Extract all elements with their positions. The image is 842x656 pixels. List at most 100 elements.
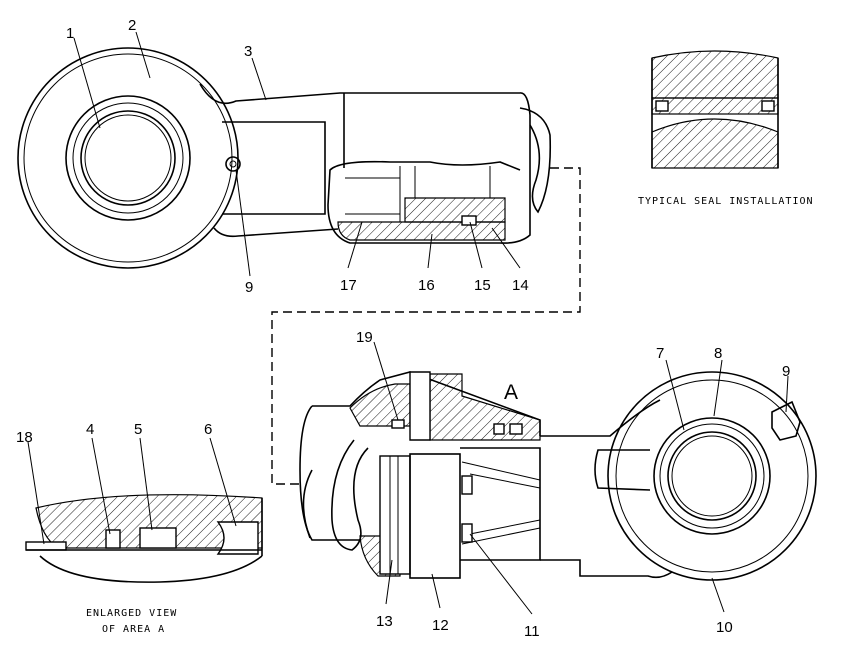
callout-5: 5 bbox=[134, 421, 142, 438]
callout-17: 17 bbox=[340, 277, 357, 294]
callout-13: 13 bbox=[376, 613, 393, 630]
lower-bearing-bore bbox=[671, 435, 753, 517]
callout-numbers: 1 2 3 9 17 16 15 14 19 7 8 9 18 4 5 6 13… bbox=[16, 17, 790, 640]
lower-roller-top bbox=[461, 475, 473, 495]
leader-7 bbox=[665, 359, 685, 431]
upper-hatched-piston bbox=[404, 197, 506, 223]
callout-3: 3 bbox=[244, 43, 252, 60]
upper-rod-top-edge bbox=[199, 83, 520, 105]
lower-gland bbox=[379, 455, 411, 575]
enlarged-caption-line2: OF AREA A bbox=[102, 624, 165, 635]
area-a-label: A bbox=[504, 381, 518, 404]
callout-9-lower: 9 bbox=[782, 363, 790, 380]
lower-hatched-flange bbox=[429, 373, 541, 441]
upper-hose-loop bbox=[519, 107, 552, 214]
enlarged-view-area-a: ENLARGED VIEW OF AREA A bbox=[25, 494, 263, 635]
seal-bottom-block bbox=[651, 118, 779, 169]
typical-seal-detail: TYPICAL SEAL INSTALLATION bbox=[638, 50, 814, 207]
callout-7: 7 bbox=[656, 345, 664, 362]
lower-taper-4 bbox=[469, 519, 541, 535]
lower-seal-a1 bbox=[493, 423, 505, 435]
enlarged-seal-18 bbox=[25, 541, 67, 551]
upper-bearing-outer bbox=[65, 95, 191, 221]
connector-dashed-line bbox=[271, 167, 581, 485]
callout-2: 2 bbox=[128, 17, 136, 34]
callout-1: 1 bbox=[66, 25, 74, 42]
lower-bearing-outer bbox=[653, 417, 771, 535]
leader-11 bbox=[469, 533, 533, 615]
enlarged-seal-4 bbox=[105, 529, 121, 549]
enlarged-bottom-outline bbox=[39, 555, 263, 583]
leader-16 bbox=[427, 233, 433, 269]
typical-seal-caption: TYPICAL SEAL INSTALLATION bbox=[638, 196, 814, 207]
lower-taper-3 bbox=[469, 473, 541, 489]
seal-top-block bbox=[651, 50, 779, 99]
upper-bearing-mid bbox=[72, 102, 184, 214]
callout-9-upper: 9 bbox=[245, 279, 253, 296]
upper-rod-bottom-edge bbox=[213, 227, 339, 238]
leader-2 bbox=[135, 31, 151, 79]
leader-6 bbox=[209, 437, 237, 527]
lower-rod-top-edge bbox=[540, 399, 661, 437]
lower-taper-2 bbox=[461, 527, 541, 545]
leader-13 bbox=[385, 559, 393, 605]
lower-rod-assembly: A bbox=[299, 371, 817, 581]
upper-grease-fitting-core bbox=[229, 160, 237, 168]
lower-roller-cage bbox=[460, 447, 541, 561]
callout-leaders bbox=[27, 31, 789, 615]
lower-seal-a2 bbox=[509, 423, 523, 435]
lower-eye-outer bbox=[607, 371, 817, 581]
enlarged-seal-5 bbox=[139, 527, 177, 549]
leader-5 bbox=[139, 437, 153, 531]
leader-18 bbox=[27, 441, 45, 545]
lower-seal-19 bbox=[391, 419, 405, 429]
leader-14 bbox=[491, 227, 521, 269]
upper-bearing-bore bbox=[84, 114, 172, 202]
leader-4 bbox=[91, 437, 111, 535]
leader-9a bbox=[235, 169, 251, 277]
callout-10: 10 bbox=[716, 619, 733, 636]
leader-8 bbox=[713, 359, 723, 417]
seal-left-ring bbox=[655, 100, 669, 112]
leader-3 bbox=[251, 57, 267, 101]
lower-rod-slot bbox=[594, 449, 651, 491]
upper-rod-slot bbox=[222, 121, 326, 215]
leader-19 bbox=[373, 341, 399, 421]
upper-seal-ring bbox=[461, 215, 477, 226]
callout-14: 14 bbox=[512, 277, 529, 294]
leader-12 bbox=[431, 573, 441, 609]
upper-eye-ring bbox=[23, 53, 233, 263]
callout-12: 12 bbox=[432, 617, 449, 634]
leader-1 bbox=[73, 37, 101, 129]
lower-hose-left bbox=[302, 469, 313, 539]
lower-housing-left bbox=[299, 405, 360, 541]
callout-4: 4 bbox=[86, 421, 94, 438]
callout-11: 11 bbox=[524, 623, 540, 640]
lower-gland-body bbox=[409, 453, 461, 579]
callout-16: 16 bbox=[418, 277, 435, 294]
upper-eye-outer bbox=[17, 47, 239, 269]
lower-grease-fitting bbox=[771, 400, 801, 441]
leader-9b bbox=[785, 375, 789, 413]
callout-8: 8 bbox=[714, 345, 722, 362]
lower-hose-loop bbox=[331, 439, 369, 551]
callout-15: 15 bbox=[474, 277, 491, 294]
upper-head-outline bbox=[327, 92, 531, 244]
leader-17 bbox=[347, 221, 363, 269]
leader-10 bbox=[711, 577, 725, 613]
callout-19: 19 bbox=[356, 329, 373, 346]
leader-15 bbox=[469, 221, 483, 269]
callout-18: 18 bbox=[16, 429, 33, 446]
callout-6: 6 bbox=[204, 421, 212, 438]
lower-roller-bottom bbox=[461, 523, 473, 543]
lower-eye-ring bbox=[615, 379, 809, 573]
upper-bearing-inner bbox=[80, 110, 176, 206]
upper-hatched-housing bbox=[337, 221, 506, 241]
lower-rod-bottom-edge bbox=[540, 559, 673, 579]
lower-port-tube bbox=[409, 371, 431, 441]
upper-grease-fitting bbox=[225, 156, 241, 172]
lower-bearing-inner bbox=[667, 431, 757, 521]
lower-taper-1 bbox=[461, 461, 541, 481]
lower-bearing-mid bbox=[659, 423, 765, 529]
